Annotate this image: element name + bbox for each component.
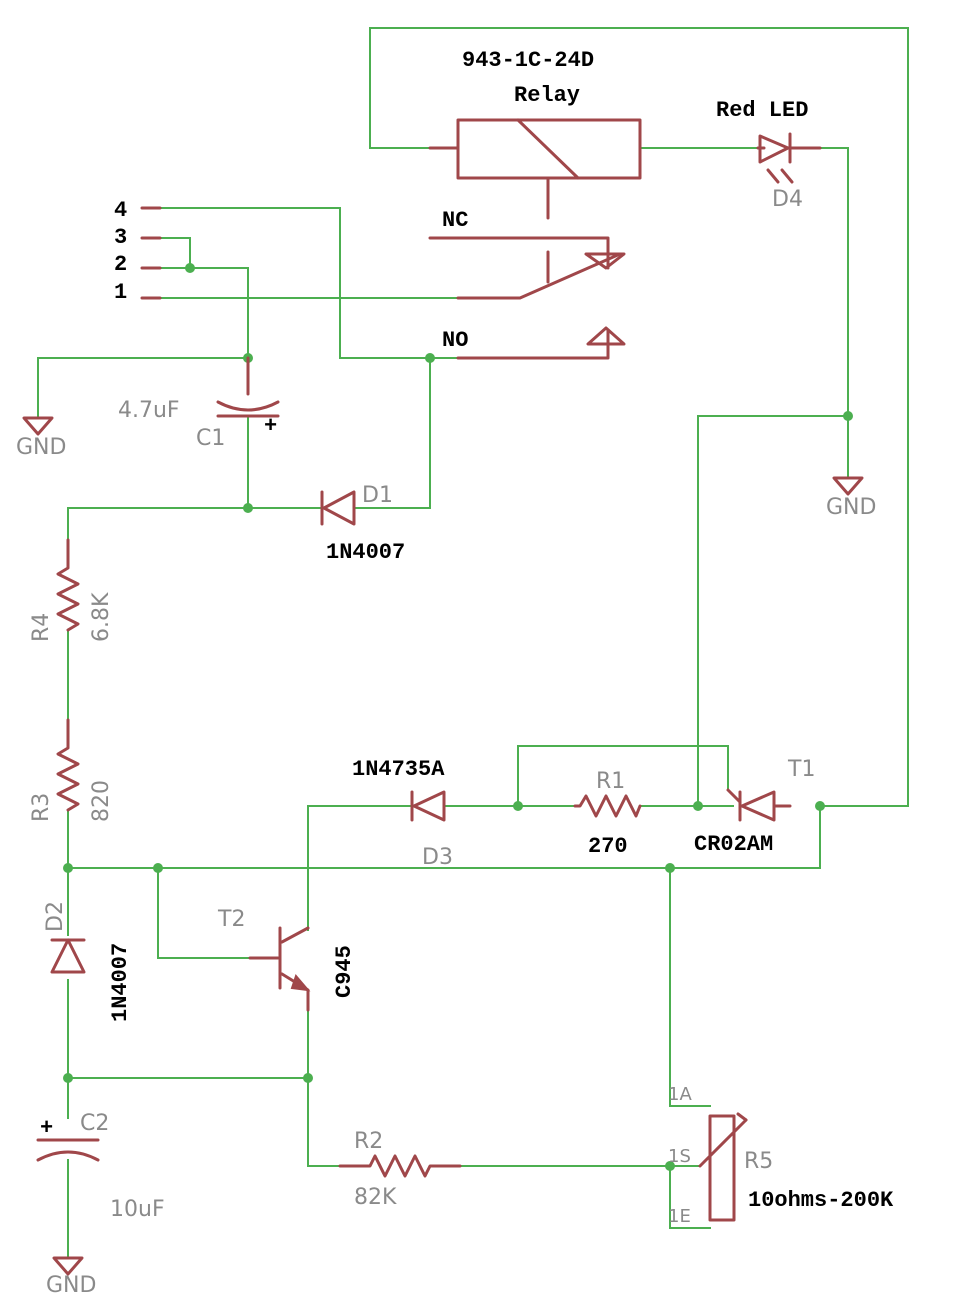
gnd-symbol-left [22, 416, 54, 436]
transistor-t2 [248, 926, 311, 1012]
r3-ref-label: R3 [29, 793, 54, 822]
d1-ref-label: D1 [362, 483, 393, 508]
diode-d2 [50, 938, 86, 974]
connector-pin-3-label: 3 [114, 225, 127, 250]
thyristor-t1 [726, 788, 792, 822]
r5-pin-1s-label: 1S [668, 1146, 691, 1167]
wires [37, 27, 909, 1259]
d3-value-label: 1N4735A [352, 757, 445, 782]
c2-plus-label: + [40, 1116, 53, 1141]
relay-nc-label: NC [442, 208, 468, 233]
c2-value-label: 10uF [110, 1197, 165, 1222]
c2-ref-label: C2 [80, 1111, 109, 1136]
resistor-r4 [56, 538, 80, 632]
r5-value-label: 10ohms-200K [748, 1188, 894, 1213]
c1-value-label: 4.7uF [118, 398, 180, 423]
c1-ref-label: C1 [196, 426, 225, 451]
led-ref-label: D4 [772, 187, 803, 212]
t1-value-label: CR02AM [694, 832, 773, 857]
t2-value-label: C945 [332, 945, 357, 998]
junctions [63, 263, 853, 1171]
d3-ref-label: D3 [422, 845, 453, 870]
relay-no-label: NO [442, 328, 468, 353]
r5-pin-1a-label: 1A [668, 1084, 692, 1105]
relay-coil [428, 118, 642, 220]
connector-pin-1-label: 1 [114, 280, 127, 305]
resistor-r2 [338, 1154, 462, 1178]
gnd-label-bottom: GND [46, 1273, 96, 1298]
capacitor-c2 [36, 1138, 100, 1162]
d2-value-label: 1N4007 [108, 943, 133, 1022]
r5-ref-label: R5 [744, 1149, 773, 1174]
r1-ref-label: R1 [596, 769, 625, 794]
relay-name-label: Relay [514, 83, 580, 108]
led-value-label: Red LED [716, 98, 808, 123]
led-d4 [756, 132, 822, 184]
capacitor-c1 [216, 356, 280, 418]
r4-value-label: 6.8K [89, 592, 114, 642]
d1-value-label: 1N4007 [326, 540, 405, 565]
r4-ref-label: R4 [29, 613, 54, 642]
gnd-symbol-right [832, 476, 864, 496]
resistor-r3 [56, 718, 80, 812]
connector-pin-2-label: 2 [114, 252, 127, 277]
d2-ref-label: D2 [43, 901, 68, 932]
gnd-label-left: GND [16, 435, 66, 460]
connector-pins [140, 206, 162, 300]
gnd-label-right: GND [826, 495, 876, 520]
r3-value-label: 820 [89, 780, 114, 822]
relay-contacts [428, 236, 626, 360]
relay-part-label: 943-1C-24D [462, 48, 594, 73]
zener-d3 [410, 790, 446, 822]
r5-pin-1e-label: 1E [668, 1206, 691, 1227]
c1-plus-label: + [264, 414, 277, 439]
gnd-symbol-bottom [52, 1256, 84, 1276]
r2-value-label: 82K [354, 1185, 397, 1210]
t1-ref-label: T1 [787, 757, 815, 782]
diode-d1 [320, 490, 356, 526]
resistor-r1 [573, 794, 642, 818]
potentiometer-r5 [698, 1112, 748, 1222]
r1-value-label: 270 [588, 834, 628, 859]
t2-ref-label: T2 [217, 907, 245, 932]
r2-ref-label: R2 [354, 1129, 383, 1154]
connector-pin-4-label: 4 [114, 198, 127, 223]
